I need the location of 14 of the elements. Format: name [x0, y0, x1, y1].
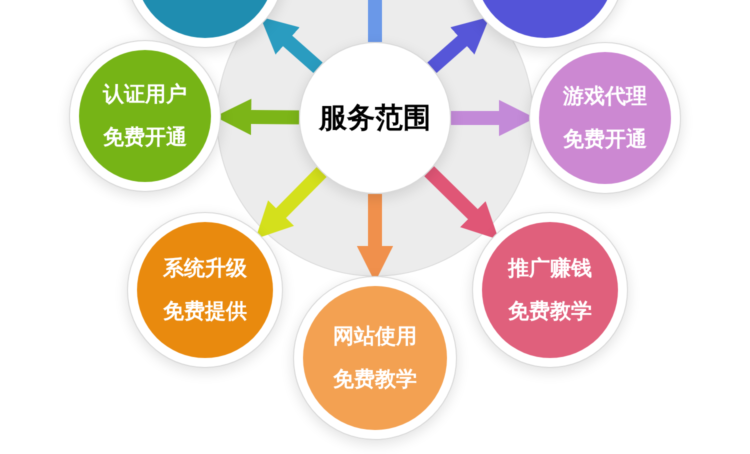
- service-label: 免费开通: [563, 126, 647, 153]
- arrow: [424, 166, 499, 240]
- service-label: 免费提供: [163, 298, 247, 325]
- service-label: 免费开通: [103, 124, 187, 151]
- arrow: [427, 16, 490, 73]
- service-label: 认证用户: [103, 80, 187, 108]
- service-label: 服务范围: [319, 100, 431, 136]
- arrow: [260, 16, 323, 73]
- service-label: 网站使用: [333, 322, 417, 350]
- service-label: 推广赚钱: [508, 254, 592, 282]
- service-label: 免费教学: [508, 298, 592, 325]
- service-label: 游戏代理: [563, 82, 647, 110]
- service-label: 免费教学: [333, 366, 417, 393]
- service-label: 系统升级: [163, 254, 247, 282]
